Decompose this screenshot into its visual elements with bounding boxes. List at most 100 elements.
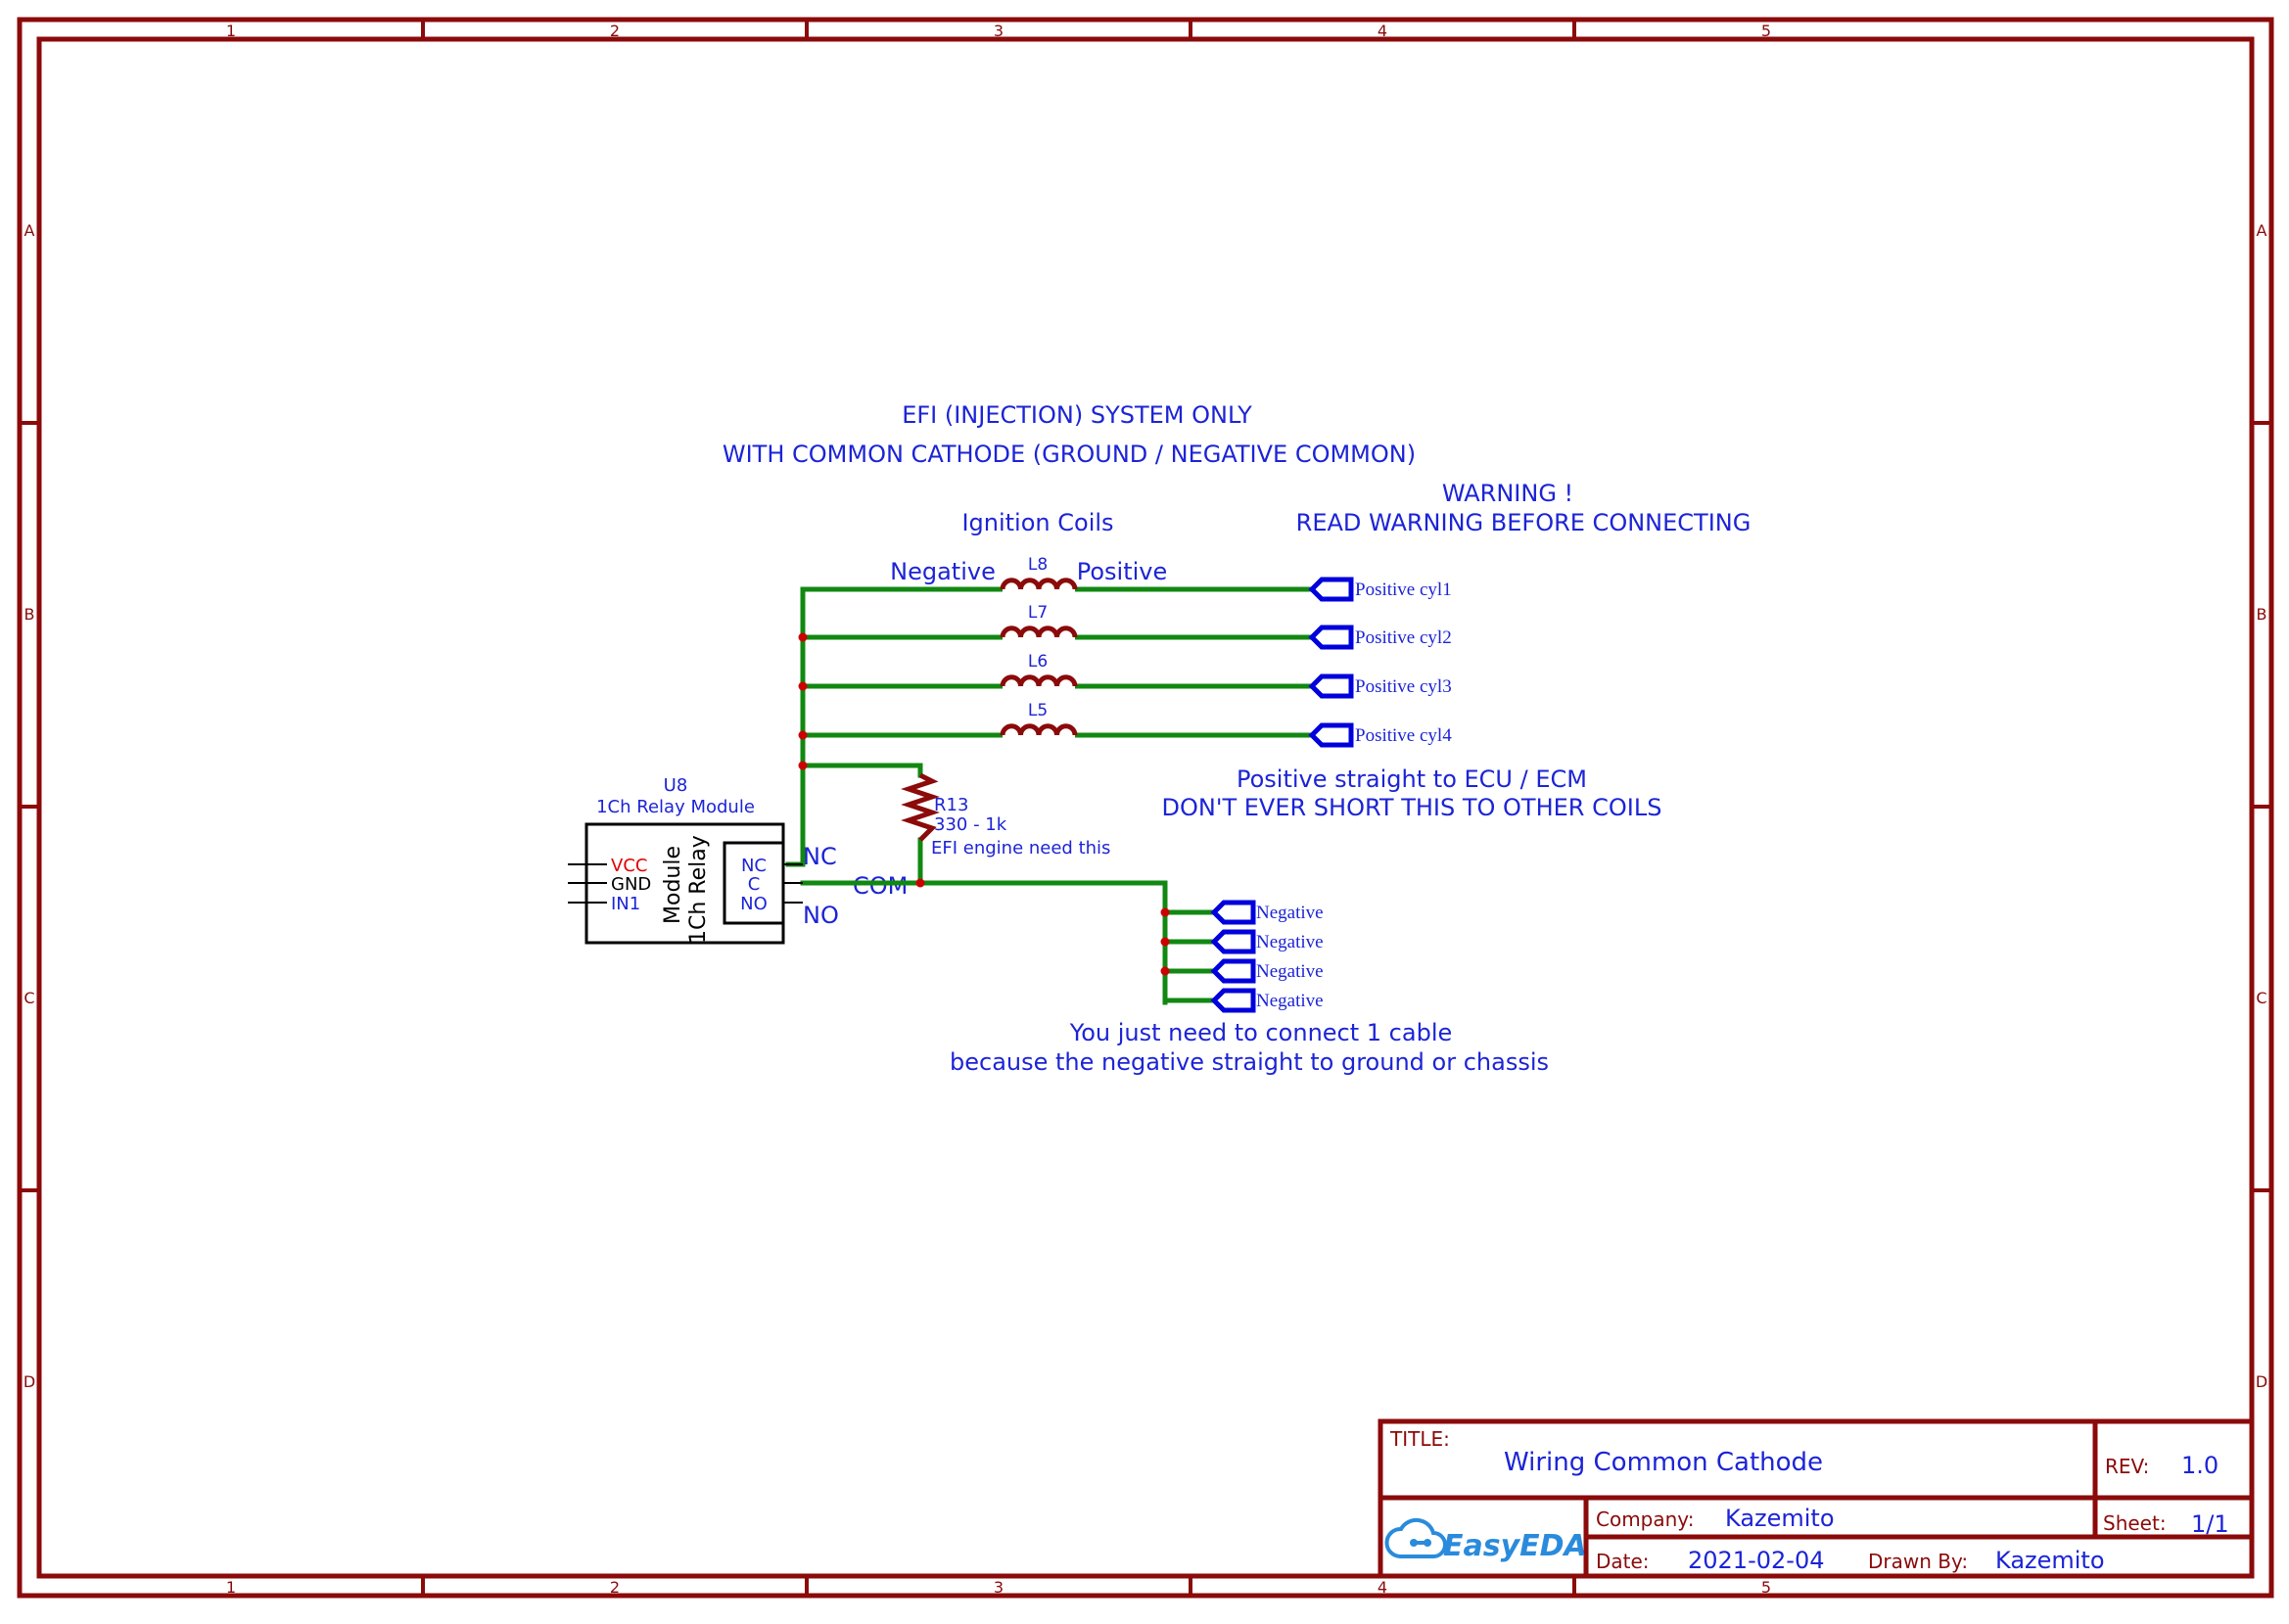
cable-note-line1: You just need to connect 1 cable xyxy=(1069,1019,1453,1046)
resistor-note: EFI engine need this xyxy=(931,838,1110,858)
junction-dot xyxy=(1160,966,1170,976)
rev-label: REV: xyxy=(2105,1455,2149,1478)
row-label: C xyxy=(2256,989,2266,1007)
drawn-by-value: Kazemito xyxy=(1995,1547,2105,1574)
column-label: 4 xyxy=(1378,22,1387,40)
row-label: A xyxy=(24,221,35,240)
title-value: Wiring Common Cathode xyxy=(1504,1448,1823,1477)
junctions xyxy=(798,632,1170,976)
nc-net-label: NC xyxy=(803,843,837,870)
zone-ticks xyxy=(20,20,2271,1596)
sheet-label: Sheet: xyxy=(2103,1511,2167,1535)
logo-text: EasyEDA xyxy=(1443,1529,1587,1563)
row-label: D xyxy=(2256,1372,2267,1391)
ecu-note-line1: Positive straight to ECU / ECM xyxy=(1237,766,1587,793)
cloud-icon xyxy=(1384,1517,1447,1558)
row-label: B xyxy=(24,605,35,624)
inner-border xyxy=(36,36,2255,1579)
relay-pin-label: NO xyxy=(740,894,768,914)
junction-dot xyxy=(798,632,808,642)
relay-body-line1: 1Ch Relay xyxy=(686,835,711,944)
row-label: A xyxy=(2257,221,2267,240)
relay-pin-label: C xyxy=(748,874,761,895)
wires xyxy=(785,586,1168,1005)
positive-side-label: Positive xyxy=(1077,558,1168,585)
coil-port-label: Positive cyl1 xyxy=(1355,580,1452,600)
coil-ref: L7 xyxy=(1028,603,1048,623)
relay-u8: U8 1Ch Relay Module 1Ch Relay Module VCC… xyxy=(568,775,803,945)
column-label: 2 xyxy=(610,1578,620,1597)
coil-port-label: Positive cyl3 xyxy=(1355,676,1452,697)
relay-pin-label: GND xyxy=(611,874,651,895)
title-block: TITLE: Wiring Common Cathode REV: 1.0 Co… xyxy=(1378,1418,2255,1579)
junction-dot xyxy=(915,878,925,888)
relay-ref: U8 xyxy=(664,775,688,796)
relay-pin-label: IN1 xyxy=(611,894,640,914)
company-value: Kazemito xyxy=(1725,1505,1835,1532)
efi-title: EFI (INJECTION) SYSTEM ONLY xyxy=(902,401,1252,429)
junction-dot xyxy=(798,730,808,740)
relay-name: 1Ch Relay Module xyxy=(596,797,755,817)
relay-pin-label: VCC xyxy=(611,856,647,876)
ground-port: Negative xyxy=(1165,958,1324,984)
net-port-flag xyxy=(1308,722,1354,748)
ground-port: Negative xyxy=(1165,900,1324,925)
relay-pin-label: NC xyxy=(741,856,767,876)
coil-port-label: Positive cyl2 xyxy=(1355,627,1452,648)
net-port-flag xyxy=(1210,900,1256,925)
column-label: 3 xyxy=(994,1578,1004,1597)
rev-value: 1.0 xyxy=(2181,1452,2219,1479)
coil-ref: L5 xyxy=(1028,701,1048,720)
inductor-symbol xyxy=(1000,674,1078,687)
ground-port: Negative xyxy=(1165,988,1324,1013)
column-label: 1 xyxy=(226,1578,236,1597)
relay-body-line2: Module xyxy=(661,846,685,924)
ground-port-label: Negative xyxy=(1256,932,1324,952)
no-net-label: NO xyxy=(803,902,839,929)
drawn-by-label: Drawn By: xyxy=(1868,1550,1968,1573)
ground-port-label: Negative xyxy=(1256,991,1324,1011)
resistor-ref: R13 xyxy=(934,795,968,815)
title-label: TITLE: xyxy=(1389,1427,1450,1451)
annotations: EFI (INJECTION) SYSTEM ONLY WITH COMMON … xyxy=(723,401,1751,1076)
date-label: Date: xyxy=(1596,1550,1650,1573)
warning-title: WARNING ! xyxy=(1442,480,1573,507)
com-net-label: COM xyxy=(853,872,908,900)
ground-port-label: Negative xyxy=(1256,961,1324,982)
date-value: 2021-02-04 xyxy=(1688,1547,1824,1574)
warning-text: READ WARNING BEFORE CONNECTING xyxy=(1296,509,1752,536)
coil-port-label: Positive cyl4 xyxy=(1355,725,1452,746)
ignition-coils-label: Ignition Coils xyxy=(961,509,1113,536)
column-label: 4 xyxy=(1378,1578,1387,1597)
net-port-flag xyxy=(1210,958,1256,984)
junction-dot xyxy=(1160,907,1170,917)
net-port-flag xyxy=(1210,988,1256,1013)
sheet-value: 1/1 xyxy=(2191,1510,2229,1538)
column-label: 1 xyxy=(226,22,236,40)
ground-port: Negative xyxy=(1165,929,1324,954)
row-label: D xyxy=(23,1372,35,1391)
company-label: Company: xyxy=(1596,1508,1694,1531)
row-label: B xyxy=(2257,605,2267,624)
ground-port-label: Negative xyxy=(1256,903,1324,923)
coil-ref: L6 xyxy=(1028,652,1048,672)
column-label: 3 xyxy=(994,22,1004,40)
column-label: 5 xyxy=(1761,22,1771,40)
net-port-flag xyxy=(1308,673,1354,699)
net-port-flag xyxy=(1308,625,1354,650)
resistor-symbol xyxy=(901,772,940,842)
row-label: C xyxy=(23,989,34,1007)
coil-ref: L8 xyxy=(1028,555,1048,575)
ecu-note-line2: DON'T EVER SHORT THIS TO OTHER COILS xyxy=(1162,794,1662,821)
